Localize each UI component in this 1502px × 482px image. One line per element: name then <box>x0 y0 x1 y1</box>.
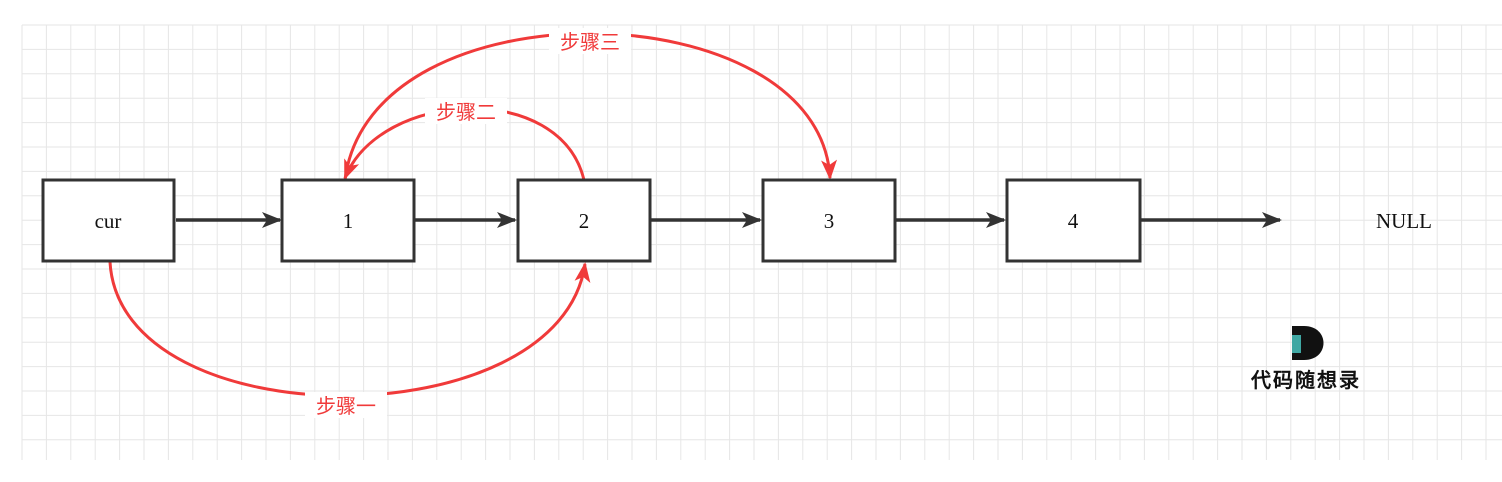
node-1-label: 1 <box>343 209 354 233</box>
node-1-box <box>280 178 416 263</box>
step-one-curve <box>108 261 591 398</box>
logo-text: 代码随想录 <box>1250 368 1361 392</box>
step-three-label: 步骤三 <box>560 30 620 54</box>
node-1: 1 <box>280 178 416 263</box>
node-4-box <box>1005 178 1142 263</box>
node-2-label: 2 <box>579 209 590 233</box>
step-labels: 步骤一 步骤二 步骤三 <box>305 28 631 418</box>
node-cur: cur <box>41 178 176 263</box>
list-nodes: cur 1 2 3 4 NULL <box>41 178 1432 263</box>
step-one-label-bg <box>305 392 387 418</box>
node-2-box <box>516 178 652 263</box>
logo: 代码随想录 <box>1250 326 1361 392</box>
node-3-label: 3 <box>824 209 835 233</box>
step-one-label: 步骤一 <box>316 394 376 418</box>
step-two-label: 步骤二 <box>436 100 496 124</box>
logo-mark <box>1292 326 1324 360</box>
node-2: 2 <box>516 178 652 263</box>
step-three-curve <box>343 32 837 181</box>
node-4-label: 4 <box>1068 209 1079 233</box>
node-3: 3 <box>761 178 897 263</box>
null-label: NULL <box>1376 209 1432 233</box>
step-two-label-bg <box>425 98 507 124</box>
step-three-label-bg <box>549 28 631 54</box>
node-4: 4 <box>1005 178 1142 263</box>
node-cur-box <box>41 178 176 263</box>
logo-teal-bar <box>1292 335 1301 353</box>
step-curves <box>108 32 837 398</box>
node-3-box <box>761 178 897 263</box>
node-cur-label: cur <box>95 209 122 233</box>
